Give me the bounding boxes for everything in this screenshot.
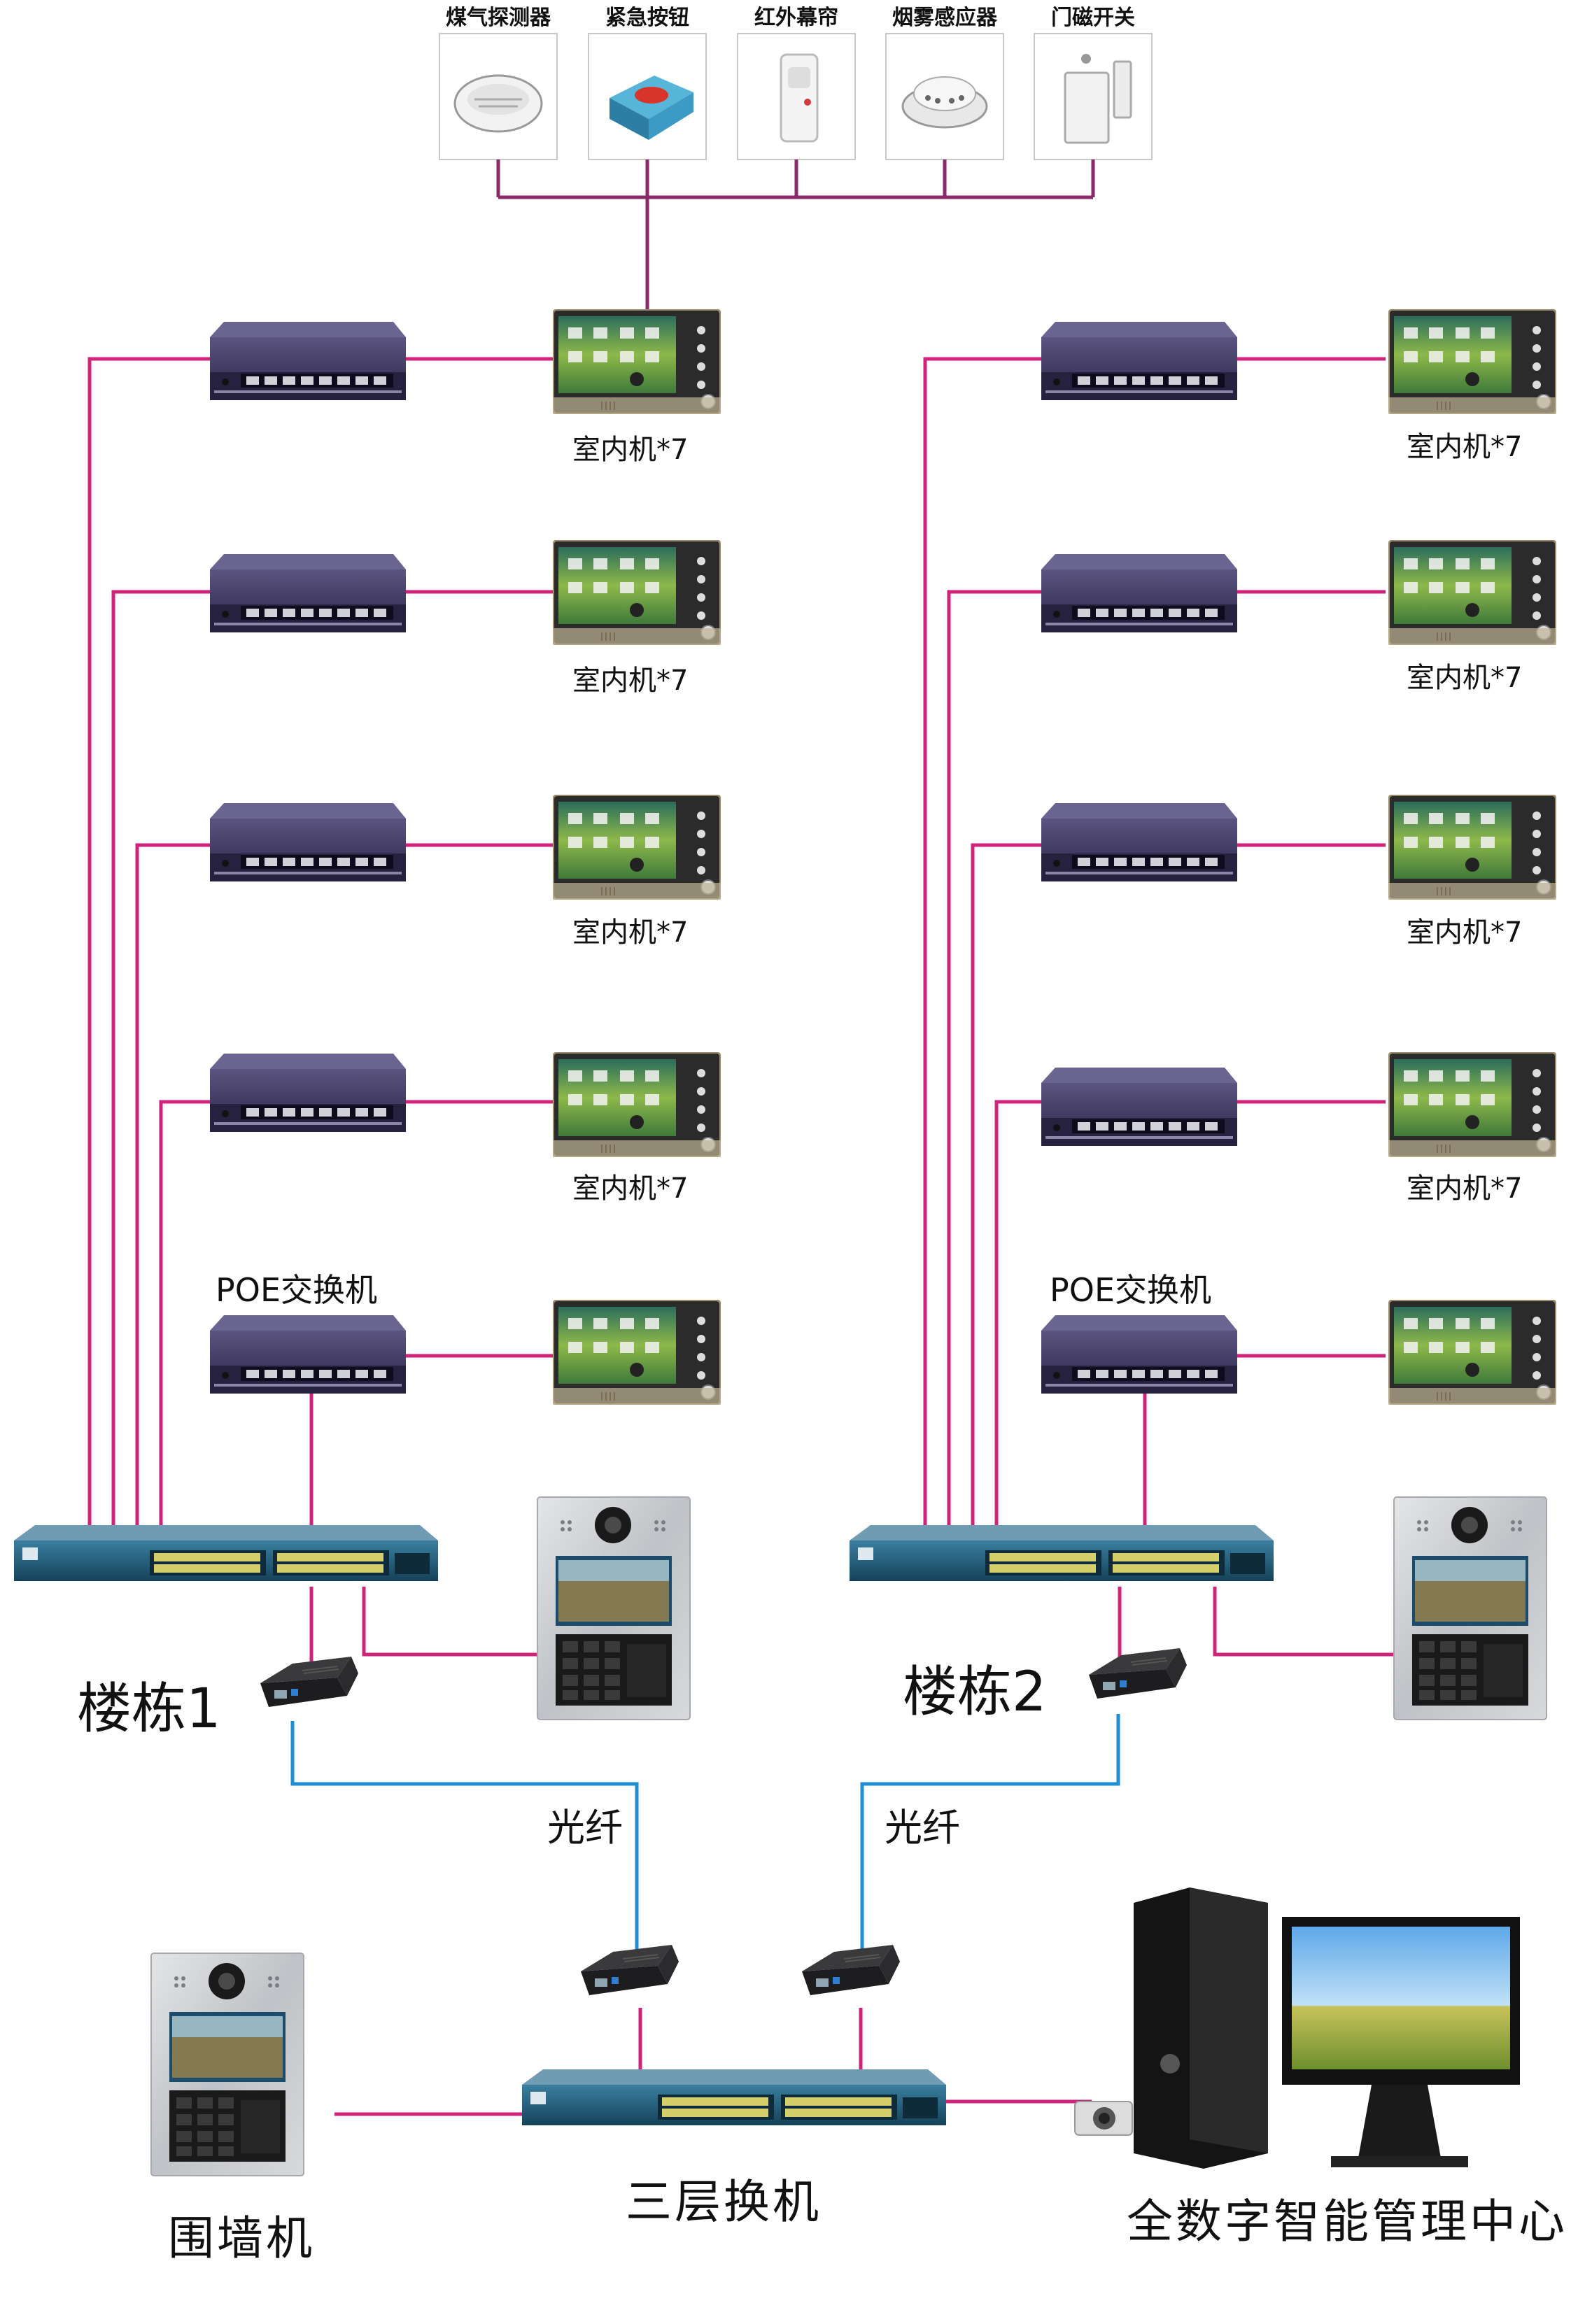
poe-label-b1: POE交换机 [216, 1271, 378, 1309]
poe-switch-b2-1 [1041, 322, 1237, 400]
fiber-label-1: 光纤 [547, 1806, 623, 1850]
media-converter-core-1 [580, 1944, 679, 1996]
building2-floor-switches [1041, 322, 1237, 1394]
poe-switch-b2-4 [1041, 1068, 1237, 1146]
management-pc-icon [1074, 1887, 1520, 2169]
fiber-lines [290, 1714, 1120, 1952]
poe-switch-b2-3 [1041, 803, 1237, 881]
indoor-label-b2-2: 室内机*7 [1407, 662, 1523, 694]
sensor-label-infrared: 红外幕帘 [754, 6, 838, 30]
sensor-label-door: 门磁开关 [1051, 6, 1135, 30]
indoor-label-b1-2: 室内机*7 [572, 665, 689, 697]
indoor-label-b2-3: 室内机*7 [1407, 916, 1523, 949]
indoor-unit-b2-3 [1388, 794, 1557, 900]
indoor-label-b1-4: 室内机*7 [572, 1172, 689, 1205]
wall-unit-label: 围墙机 [168, 2211, 315, 2265]
indoor-label-b1-3: 室内机*7 [572, 916, 689, 949]
core-l3-switch [522, 2069, 946, 2125]
indoor-unit-b1-3 [552, 794, 721, 900]
fiber-label-2: 光纤 [885, 1806, 960, 1850]
aggregation-switch-b1 [14, 1525, 438, 1581]
indoor-label-b2-4: 室内机*7 [1407, 1172, 1523, 1205]
door-panel-b1 [537, 1496, 691, 1720]
sensor-bus [496, 160, 1095, 309]
poe-switch-b2-2 [1041, 554, 1237, 632]
aggregation-switch-b2 [850, 1525, 1274, 1581]
building2-label: 楼栋2 [903, 1661, 1047, 1724]
sensor-group [439, 33, 1153, 160]
poe-switch-b1-4 [210, 1054, 406, 1132]
core-copper-lines [334, 2008, 1092, 2116]
media-converter-core-2 [801, 1944, 901, 1996]
building1-floor-switches [210, 322, 406, 1394]
door-panel-b2 [1393, 1496, 1547, 1720]
indoor-unit-b1-5 [552, 1299, 721, 1405]
gas-detector-icon [439, 33, 558, 160]
emergency-button-icon [588, 33, 707, 160]
core-switch-label: 三层换机 [626, 2175, 822, 2229]
poe-switch-b1-2 [210, 554, 406, 632]
indoor-unit-b2-5 [1388, 1299, 1557, 1405]
poe-switch-b2-5 [1041, 1315, 1237, 1394]
indoor-unit-b2-1 [1388, 309, 1557, 415]
poe-switch-b1-1 [210, 322, 406, 400]
management-center-label: 全数字智能管理中心 [1127, 2195, 1568, 2248]
indoor-unit-b1-1 [552, 309, 721, 415]
poe-label-b2: POE交换机 [1050, 1271, 1212, 1309]
sensor-label-gas: 煤气探测器 [446, 6, 551, 30]
indoor-unit-b1-4 [552, 1051, 721, 1158]
media-converter-b1 [260, 1656, 359, 1708]
smoke-detector-icon [885, 33, 1004, 160]
indoor-unit-b2-2 [1388, 539, 1557, 646]
building1-indoor-units [552, 309, 721, 1405]
sensor-label-smoke: 烟雾感应器 [892, 6, 997, 30]
sensor-label-emergency: 紧急按钮 [605, 6, 689, 30]
indoor-label-b1-1: 室内机*7 [572, 434, 689, 466]
indoor-unit-b2-4 [1388, 1051, 1557, 1158]
building1-label: 楼栋1 [77, 1678, 221, 1741]
indoor-label-b2-1: 室内机*7 [1407, 431, 1523, 463]
media-converter-b2 [1088, 1648, 1188, 1699]
camera-icon [1074, 2101, 1133, 2136]
poe-switch-b1-5 [210, 1315, 406, 1394]
door-magnet-icon [1034, 33, 1153, 160]
poe-switch-b1-3 [210, 803, 406, 881]
building1-copper-lines [87, 357, 553, 1665]
wall-unit-panel [150, 1953, 304, 2176]
indoor-unit-b1-2 [552, 539, 721, 646]
building2-copper-lines [923, 357, 1394, 1679]
building2-indoor-units [1388, 309, 1557, 1405]
infrared-curtain-icon [737, 33, 856, 160]
